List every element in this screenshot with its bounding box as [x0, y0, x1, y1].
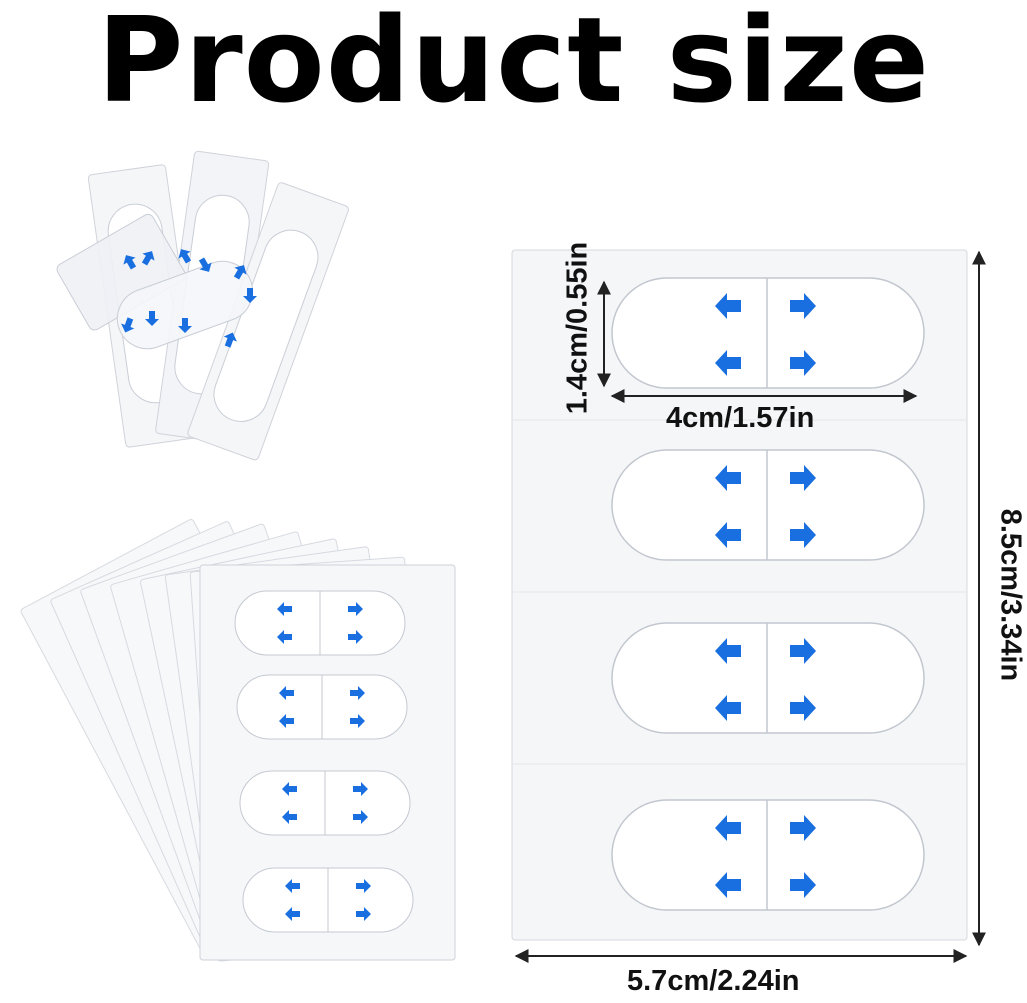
large-sheet	[511, 249, 968, 941]
strip-4	[611, 799, 925, 911]
page-title: Product size	[96, 0, 931, 129]
front-sheet-strips	[234, 590, 414, 933]
dimension-lines	[514, 250, 986, 963]
strip-1	[611, 277, 925, 389]
strip-width-label: 4cm/1.57in	[666, 402, 815, 434]
strip-height-label: 1.4cm/0.55in	[561, 241, 594, 415]
sheet-width-label: 5.7cm/2.24in	[627, 965, 800, 997]
sheet-stack-illustration	[20, 519, 456, 962]
strip-2	[611, 449, 925, 561]
strip-3	[611, 622, 925, 734]
sheet-height-label: 8.5cm/3.34in	[994, 508, 1027, 682]
peeled-strips-illustration	[56, 150, 349, 461]
